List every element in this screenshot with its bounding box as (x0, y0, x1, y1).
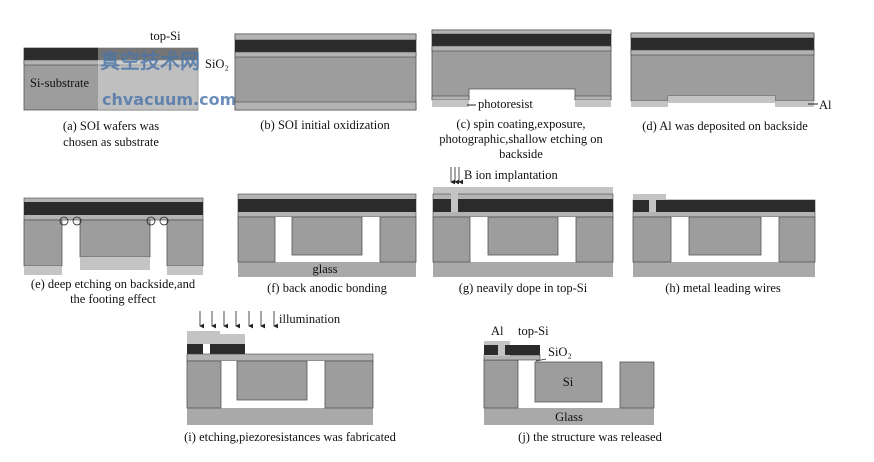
footing-effect-circles (59, 216, 169, 226)
label-b-ion-implantation: B ion implantation (464, 168, 558, 182)
caption-c-2: photographic,shallow etching on (439, 132, 603, 146)
caption-f: (f) back anodic bonding (267, 281, 388, 295)
caption-e-2: the footing effect (70, 292, 156, 306)
caption-c-1: (c) spin coating,exposure, (456, 117, 585, 131)
implant-arrows (450, 167, 463, 185)
label-top-si: top-Si (150, 29, 181, 43)
step-d: Al (d) Al was deposited on backside (630, 32, 832, 133)
step-c: photoresist (c) spin coating,exposure, p… (431, 29, 612, 161)
label-al-j: Al (491, 324, 504, 338)
label-sio2: SiO₂ (205, 57, 229, 71)
caption-j: (j) the structure was released (518, 430, 662, 444)
step-e: (e) deep etching on backside,and the foo… (23, 197, 204, 306)
caption-b: (b) SOI initial oxidization (260, 118, 390, 132)
caption-g: (g) neavily dope in top-Si (459, 281, 588, 295)
step-a: top-Si SiO₂ Si-substrate 真空技术网 chvacuum.… (23, 29, 236, 149)
illumination-arrows (199, 311, 278, 329)
watermark-cn: 真空技术网 (100, 49, 200, 73)
watermark-url: chvacuum.com (102, 90, 236, 109)
step-g: B ion implantation (g) neavily dope in t… (432, 167, 614, 295)
label-top-si-j: top-Si (518, 324, 549, 338)
label-al: Al (819, 98, 832, 112)
step-f: glass (f) back anodic bonding (237, 193, 417, 295)
watermark-backdrop (98, 46, 232, 110)
caption-a-2: chosen as substrate (63, 135, 159, 149)
caption-i: (i) etching,piezoresistances was fabrica… (184, 430, 396, 444)
caption-a-1: (a) SOI wafers was (63, 119, 159, 133)
step-j: Al top-Si SiO₂ Si Glass (j) the structur… (483, 324, 663, 444)
label-illumination: illumination (279, 312, 341, 326)
caption-c-3: backside (499, 147, 543, 161)
label-photoresist: photoresist (478, 97, 533, 111)
caption-h: (h) metal leading wires (665, 281, 781, 295)
label-si-j: Si (563, 375, 574, 389)
step-i: illumination (i) etching,piezoresistance… (184, 311, 397, 444)
label-glass-j: Glass (555, 410, 583, 424)
caption-e-1: (e) deep etching on backside,and (31, 277, 196, 291)
label-si-substrate: Si-substrate (30, 76, 89, 90)
step-h: (h) metal leading wires (632, 194, 816, 295)
label-sio2-j: SiO₂ (548, 345, 572, 359)
label-glass: glass (313, 262, 338, 276)
caption-d: (d) Al was deposited on backside (642, 119, 808, 133)
step-b: (b) SOI initial oxidization (234, 33, 417, 132)
